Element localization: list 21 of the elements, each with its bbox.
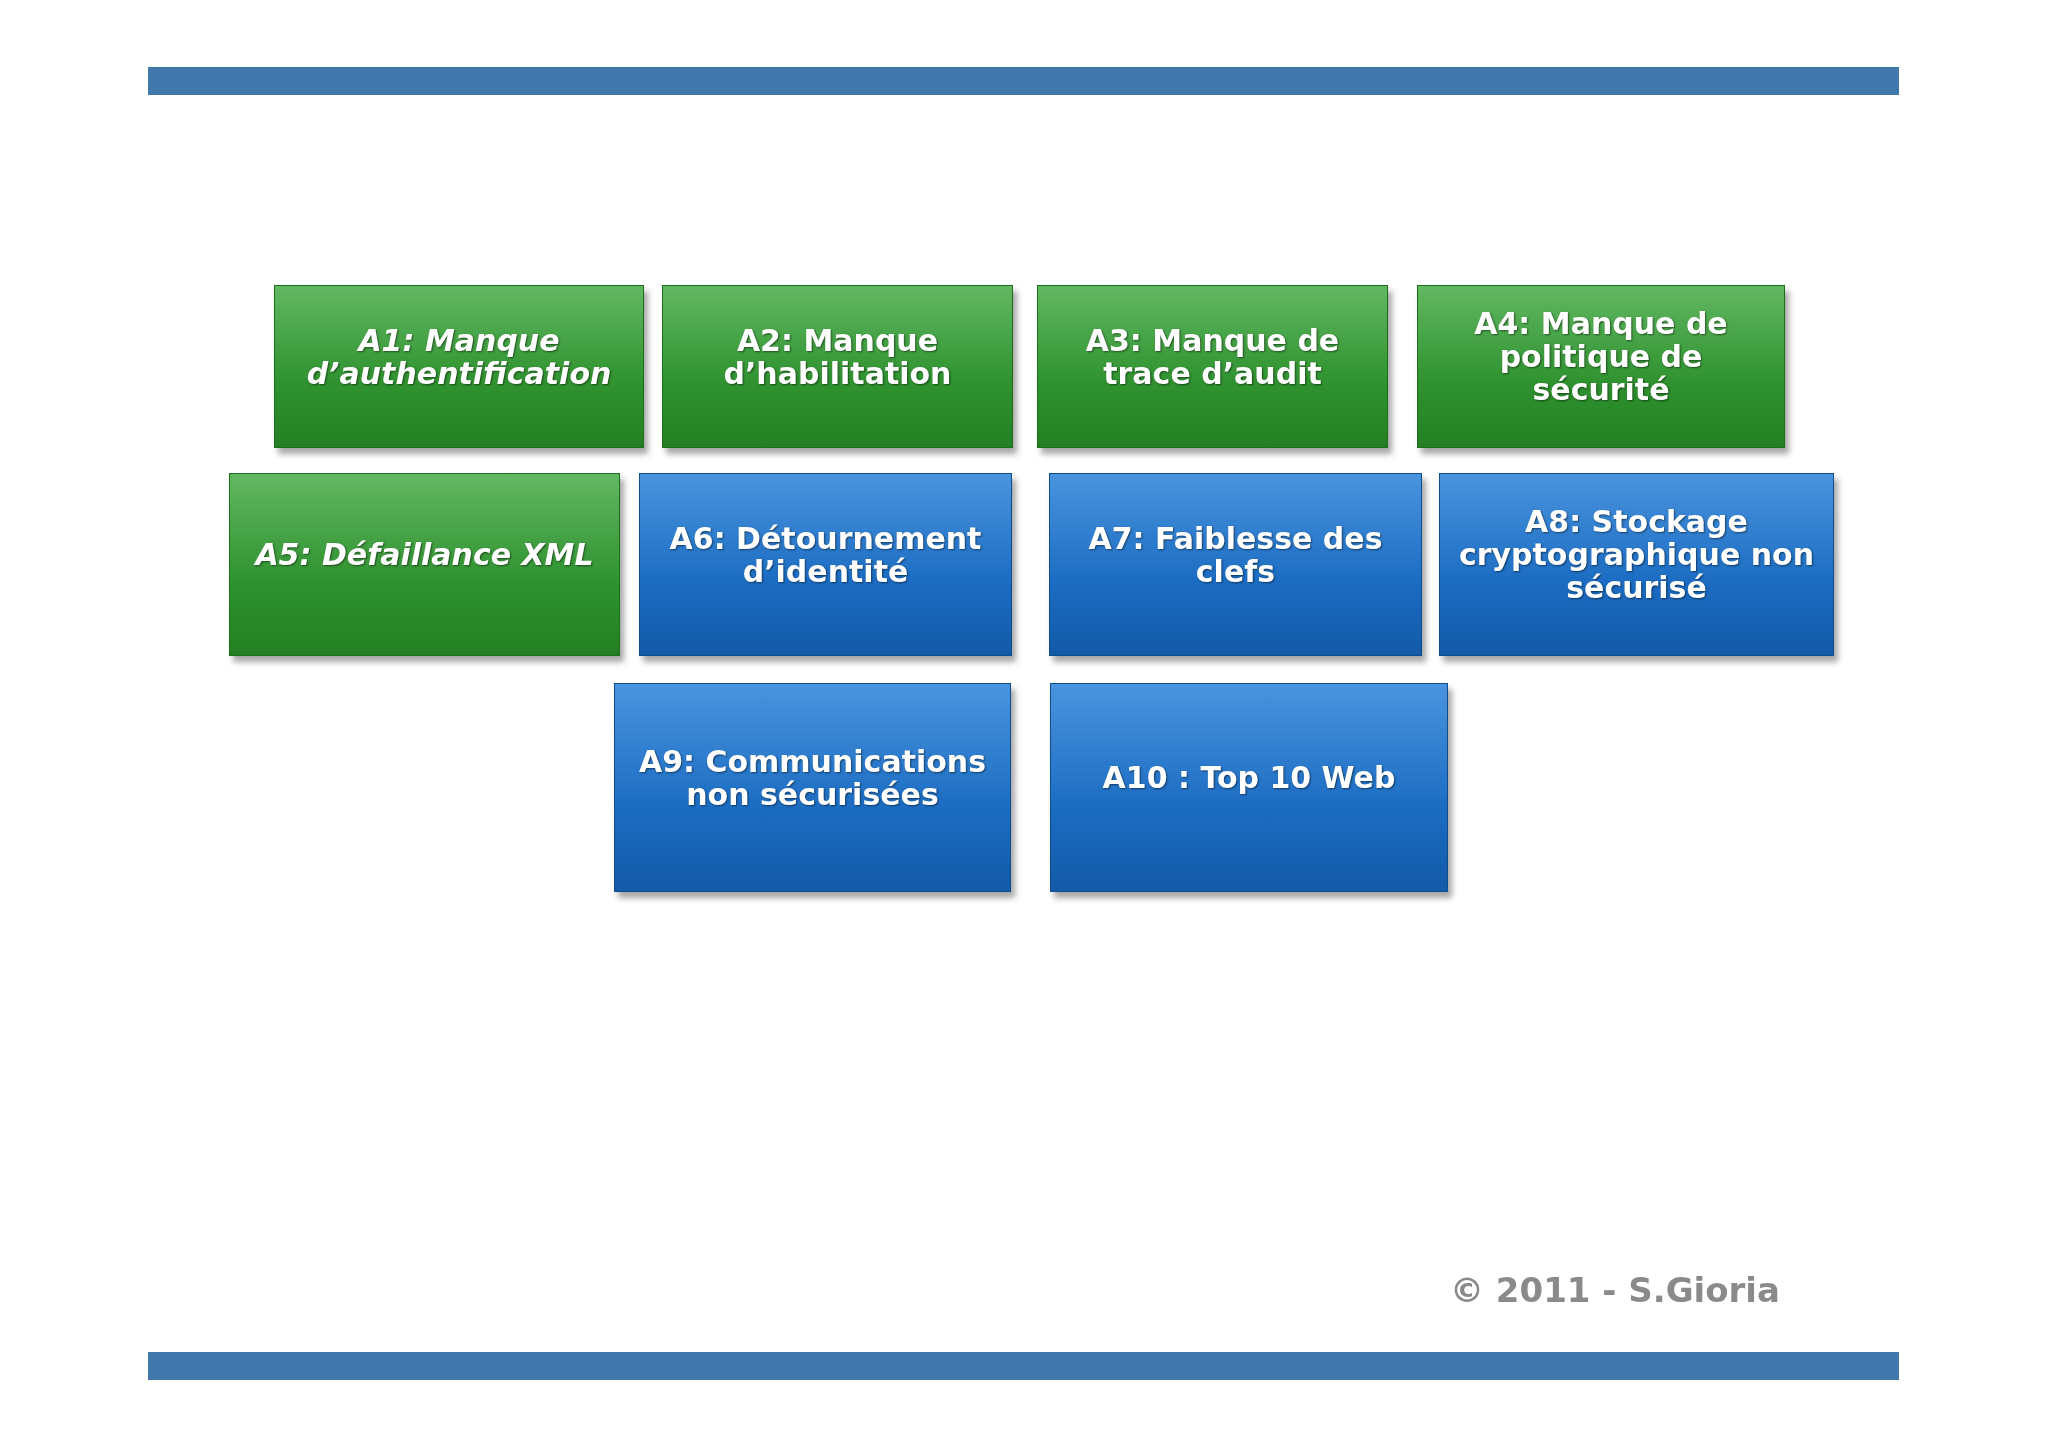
- category-tile: [1439, 473, 1834, 656]
- copyright-note: © 2011 - S.Gioria: [1450, 1270, 1780, 1310]
- tile-title: A4: Manque de politique de sécurité: [1473, 307, 1729, 406]
- category-tile: [274, 285, 644, 448]
- tile-title: A10 : Top 10 Web: [1102, 761, 1396, 794]
- category-tile: [639, 473, 1012, 656]
- category-tile: [229, 473, 620, 656]
- tile-title: A8: Stockage cryptographique non sécurisé: [1457, 505, 1816, 604]
- tile-title: A5: Défaillance XML: [255, 538, 594, 571]
- category-tile: [1417, 285, 1785, 448]
- category-tile: [614, 683, 1011, 892]
- tile-title: A3: Manque de trace d’audit: [1084, 323, 1341, 390]
- tile-title: A6: Détournement d’identité: [668, 521, 983, 588]
- category-tile: [1037, 285, 1388, 448]
- category-tile: [1050, 683, 1448, 892]
- tile-title: A7: Faiblesse des clefs: [1087, 521, 1384, 588]
- tile-title: A9: Communications non sécurisées: [637, 744, 988, 811]
- category-tile: [1049, 473, 1422, 656]
- tile-title: A2: Manque d’habilitation: [722, 323, 953, 390]
- tile-title: A1: Manque d’authentification: [305, 323, 613, 390]
- category-tile: [662, 285, 1013, 448]
